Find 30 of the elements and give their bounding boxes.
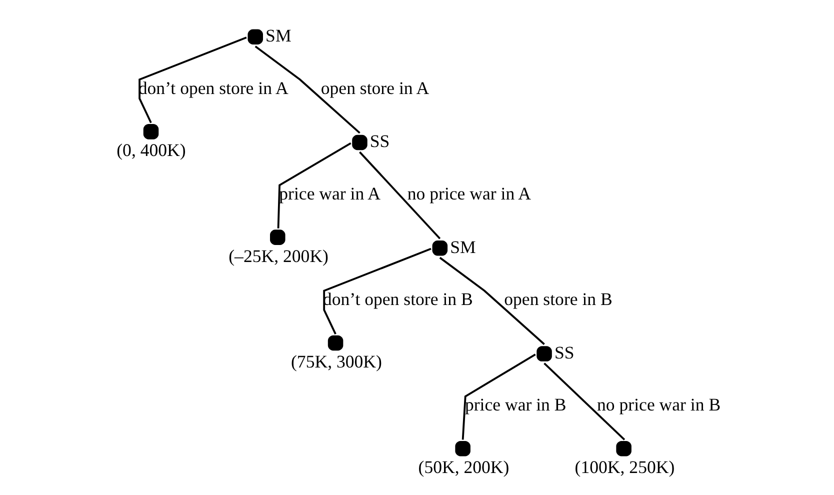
node-label: (75K, 300K) bbox=[291, 351, 382, 372]
node-circle bbox=[328, 335, 344, 351]
node-circle bbox=[616, 440, 632, 456]
edge-label: no price war in A bbox=[407, 183, 531, 204]
edge-label: open store in B bbox=[504, 289, 612, 310]
connector bbox=[277, 142, 352, 228]
connector bbox=[544, 362, 626, 440]
node-label: SM bbox=[450, 236, 476, 257]
node-circle bbox=[143, 124, 159, 140]
connector bbox=[462, 354, 536, 440]
node-circle bbox=[536, 346, 552, 362]
connector bbox=[254, 46, 360, 134]
node-label: (100K, 250K) bbox=[574, 457, 675, 478]
node-circle bbox=[352, 134, 368, 150]
node-circle bbox=[455, 440, 470, 456]
node-label: (–25K, 200K) bbox=[228, 246, 328, 266]
node-circle bbox=[432, 240, 448, 256]
node-label: SM bbox=[266, 26, 292, 46]
connector bbox=[439, 256, 545, 345]
connector bbox=[359, 151, 441, 240]
edge-label: no price war in B bbox=[597, 394, 721, 415]
connector bbox=[323, 248, 432, 334]
node-label: (0, 400K) bbox=[116, 140, 186, 160]
node-circle bbox=[248, 29, 263, 44]
edge-label: open store in A bbox=[320, 78, 430, 98]
node-label: SS bbox=[554, 342, 574, 362]
connector bbox=[138, 36, 247, 124]
node-label: (50K, 200K) bbox=[418, 457, 510, 478]
node-label: SS bbox=[370, 131, 390, 152]
node-circle bbox=[270, 230, 286, 245]
